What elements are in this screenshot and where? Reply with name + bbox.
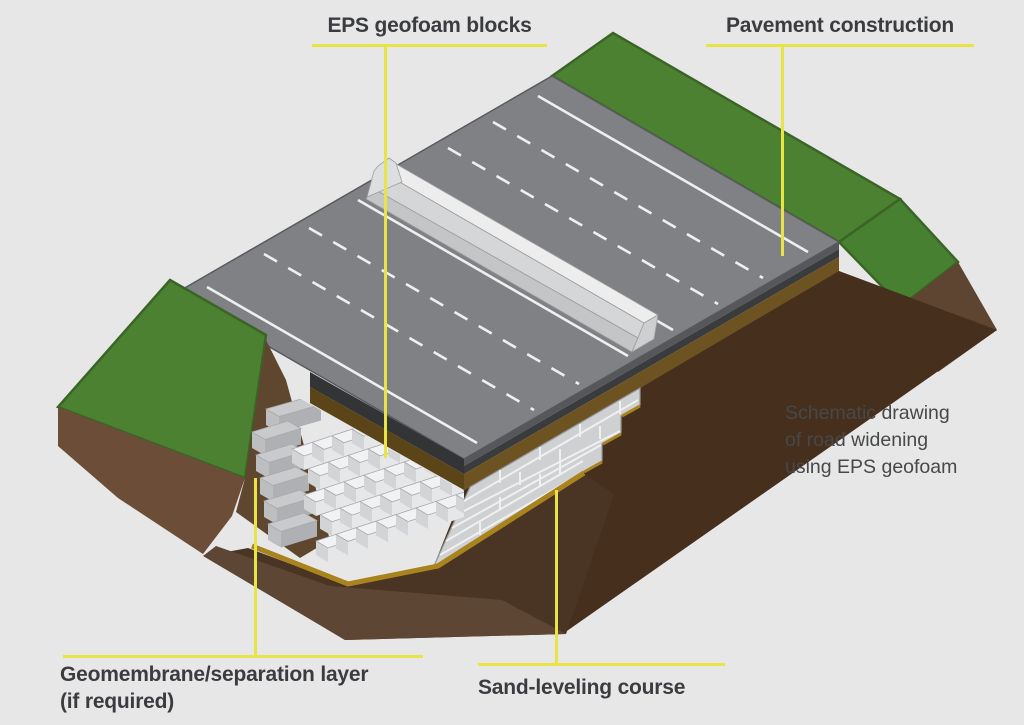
rule-geomembrane: [63, 655, 423, 658]
lane-dash-far-1: [492, 120, 764, 280]
edge-line-far: [537, 94, 809, 254]
caption-line2: of road widening: [785, 429, 929, 451]
earth-base-front: [203, 546, 566, 640]
barrier-end-cap: [631, 314, 659, 353]
edge-line-near: [206, 285, 478, 445]
caption-line1: Schematic drawing: [785, 402, 950, 424]
leader-geomembrane: [254, 478, 257, 656]
figure-caption: Schematic drawing of road widening using…: [785, 400, 957, 481]
eps-block-side: [456, 494, 464, 516]
geomembrane-step-tread: [267, 512, 318, 532]
caption-line3: using EPS geofoam: [785, 456, 958, 478]
leader-sand: [555, 490, 558, 664]
label-geomembrane-line1: Geomembrane/separation layer: [60, 663, 369, 686]
label-geomembrane: Geomembrane/separation layer (if require…: [60, 661, 460, 715]
geomembrane-step-riser: [273, 474, 309, 502]
eps-block-side: [340, 508, 352, 530]
geomembrane-step-tread: [251, 420, 302, 440]
lane-dash-near-1: [308, 226, 580, 386]
pavement-base-near-edge: [310, 387, 464, 490]
rule-pavement: [706, 44, 974, 47]
rule-eps: [312, 44, 547, 47]
pavement-slab-top-edge: [464, 242, 839, 466]
pavement-slab-near-edge: [310, 372, 464, 474]
lane-dash-near-2: [263, 252, 535, 412]
sand-step-slivers: [583, 404, 641, 474]
geomembrane-step-riser: [281, 520, 317, 548]
label-sand-leveling-course: Sand-leveling course: [478, 676, 686, 699]
sand-leveling-course-line: [251, 470, 586, 587]
label-pavement-construction: Pavement construction: [725, 14, 955, 37]
edge-line-median-near: [357, 198, 629, 358]
lane-dash-far-2: [447, 146, 719, 306]
label-eps-geofoam-blocks: EPS geofoam blocks: [327, 14, 532, 37]
pavement-base-course-edge: [464, 257, 839, 490]
eps-wall-courses: [439, 399, 639, 556]
median-barrier: [365, 157, 659, 353]
label-geomembrane-line2: (if required): [60, 690, 175, 713]
geomembrane-step-riser: [265, 428, 301, 456]
earth-left-end-face: [58, 407, 245, 554]
leader-pavement: [781, 47, 784, 256]
leader-eps: [384, 47, 387, 458]
pavement-slab-front-edge: [464, 249, 839, 474]
rule-sand: [478, 663, 725, 666]
